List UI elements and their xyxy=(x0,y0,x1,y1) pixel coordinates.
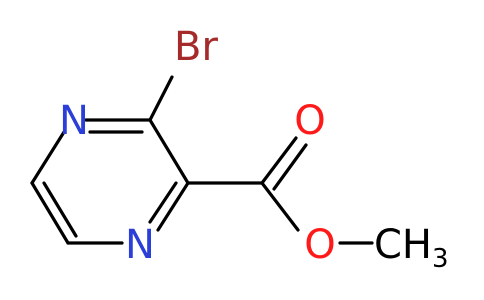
nitrogen-atom-label-bottom: N xyxy=(125,222,155,268)
methyl-carbon-hydrogen-text: CH xyxy=(374,222,432,268)
methyl-group-label: CH3 xyxy=(374,222,449,274)
bond-c-o-double-b xyxy=(272,143,308,191)
nitrogen-atom-label-top: N xyxy=(59,98,89,144)
pyrazine-ring xyxy=(30,118,190,245)
ester-oxygen-label: O xyxy=(304,222,335,268)
bromine-atom-label: Br xyxy=(174,24,218,70)
carbonyl-oxygen-label: O xyxy=(294,98,325,144)
bond-n1-c2-double xyxy=(148,181,178,224)
bond-c2-c3 xyxy=(148,118,190,185)
bond-c-o-ester xyxy=(260,181,300,232)
bond-c5-c6 xyxy=(30,181,70,245)
bond-c3-br xyxy=(148,75,174,122)
methyl-subscript: 3 xyxy=(432,244,449,274)
bond-c5-c6-double xyxy=(42,181,78,238)
bond-c-o-double-a xyxy=(260,136,298,185)
bond-n4-c5 xyxy=(30,130,66,185)
bond-n1-c2 xyxy=(156,181,190,232)
